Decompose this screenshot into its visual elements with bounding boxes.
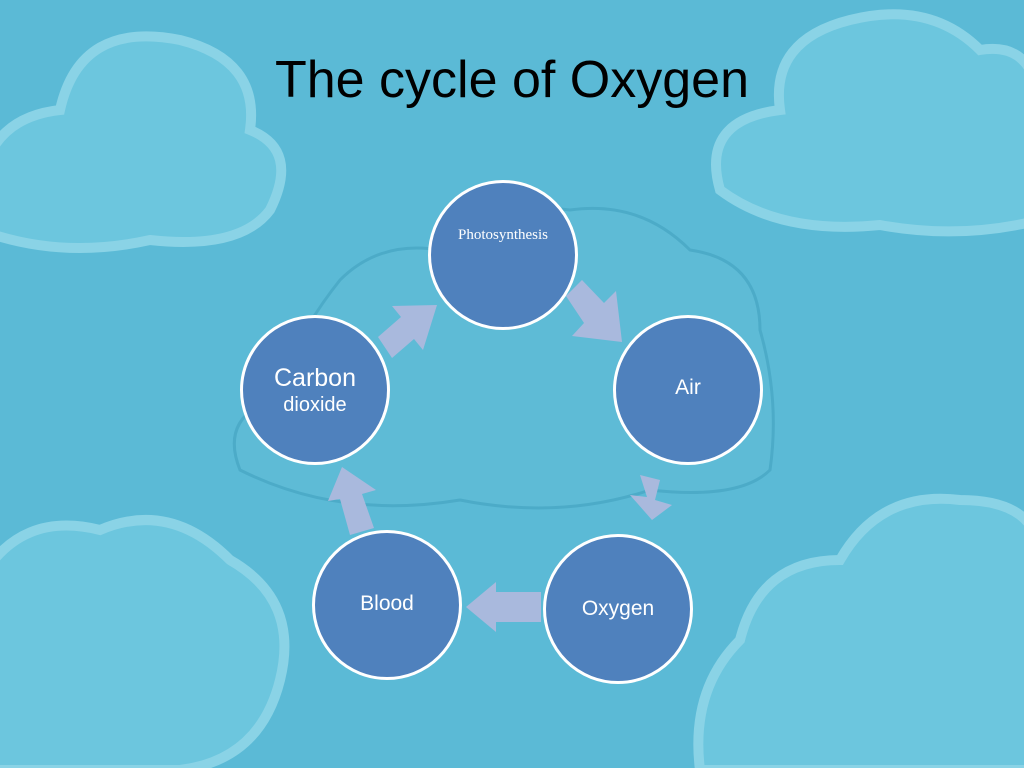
node-blood: Blood [312, 530, 462, 680]
arrow-oxygen-to-blood [466, 582, 541, 632]
page-title: The cycle of Oxygen [275, 51, 749, 109]
node-carbon-dioxide: Carbon dioxide [240, 315, 390, 465]
arrow-air-to-oxygen [630, 475, 672, 520]
node-oxygen-label: Oxygen [581, 597, 655, 620]
node-air: Air [613, 315, 763, 465]
arrow-carbon-dioxide-to-photosynthesis [378, 305, 437, 358]
arrow-blood-to-carbon-dioxide [328, 467, 376, 535]
cloud-decoration-top-right [711, 9, 1024, 237]
node-oxygen: Oxygen [543, 534, 693, 684]
cloud-decoration-bottom-right [693, 493, 1024, 768]
node-carbon-dioxide-label-line1: Carbon [274, 364, 356, 392]
cloud-decoration-top-left [0, 31, 287, 253]
node-carbon-dioxide-label-line2: dioxide [283, 394, 347, 416]
node-blood-label: Blood [360, 592, 414, 615]
arrow-photosynthesis-to-air [566, 280, 622, 342]
node-air-label: Air [675, 376, 701, 399]
node-photosynthesis: Photosynthesis [428, 180, 578, 330]
node-photosynthesis-label: Photosynthesis [457, 226, 548, 243]
cloud-decoration-bottom-left [0, 515, 290, 768]
